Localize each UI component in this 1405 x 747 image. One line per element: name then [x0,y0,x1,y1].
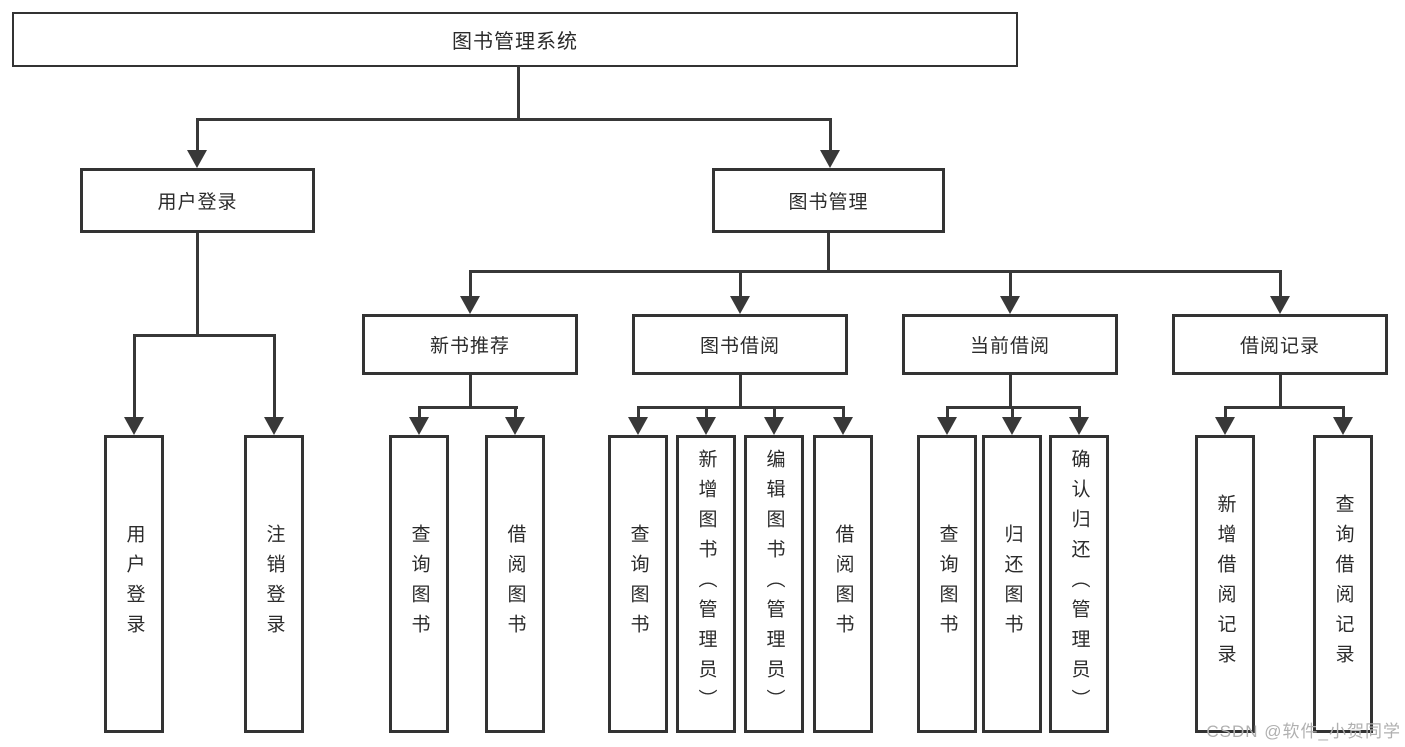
node-root: 图书管理系统 [12,12,1018,67]
arrowhead-icon [505,417,525,435]
leaf-logout: 注销登录 [244,435,304,733]
connector-line [517,66,520,120]
node-book-management: 图书管理 [712,168,945,233]
arrowhead-icon [187,150,207,168]
node-user-login: 用户登录 [80,168,315,233]
connector-line [514,406,517,419]
leaf-edit-books-admin: 编辑图书（管理员） [744,435,804,733]
connector-line [829,118,832,154]
connector-line [739,270,742,298]
leaf-confirm-return-admin: 确认归还（管理员） [1049,435,1109,733]
arrowhead-icon [833,417,853,435]
leaf-return-books: 归还图书 [982,435,1042,733]
connector-line [133,334,276,337]
leaf-query-books-2: 查询图书 [608,435,668,733]
arrowhead-icon [460,296,480,314]
arrowhead-icon [264,417,284,435]
connector-line [196,233,199,334]
connector-line [1279,375,1282,409]
connector-line [273,334,276,419]
connector-line [739,375,742,409]
connector-line [946,406,949,419]
arrowhead-icon [1215,417,1235,435]
connector-line [196,118,832,121]
connector-line [418,406,421,419]
connector-line [773,406,776,419]
connector-line [1009,375,1012,409]
node-book-borrow: 图书借阅 [632,314,848,375]
connector-line [842,406,845,419]
node-new-book-recommend: 新书推荐 [362,314,578,375]
connector-line [827,233,830,273]
leaf-query-books-3: 查询图书 [917,435,977,733]
connector-line [1078,406,1081,419]
arrowhead-icon [730,296,750,314]
arrowhead-icon [820,150,840,168]
connector-line [637,406,640,419]
leaf-add-books-admin: 新增图书（管理员） [676,435,736,733]
leaf-query-books-1: 查询图书 [389,435,449,733]
connector-line [469,375,472,409]
arrowhead-icon [1270,296,1290,314]
connector-line [1279,270,1282,298]
arrowhead-icon [764,417,784,435]
connector-line [637,406,845,409]
connector-line [133,334,136,419]
node-current-borrow: 当前借阅 [902,314,1118,375]
arrowhead-icon [1333,417,1353,435]
connector-line [469,270,472,298]
arrowhead-icon [696,417,716,435]
arrowhead-icon [1000,296,1020,314]
leaf-borrow-books-2: 借阅图书 [813,435,873,733]
connector-line [1011,406,1014,419]
csdn-watermark: CSDN @软件_小贺同学 [1206,722,1401,741]
leaf-add-borrow-record: 新增借阅记录 [1195,435,1255,733]
node-borrow-records: 借阅记录 [1172,314,1388,375]
arrowhead-icon [409,417,429,435]
connector-line [196,118,199,154]
leaf-query-borrow-record: 查询借阅记录 [1313,435,1373,733]
arrowhead-icon [628,417,648,435]
arrowhead-icon [1002,417,1022,435]
connector-line [1224,406,1345,409]
leaf-borrow-books-1: 借阅图书 [485,435,545,733]
leaf-user-login: 用户登录 [104,435,164,733]
connector-line [418,406,518,409]
connector-line [1224,406,1227,419]
arrowhead-icon [937,417,957,435]
arrowhead-icon [124,417,144,435]
connector-line [469,270,1282,273]
arrowhead-icon [1069,417,1089,435]
connector-line [1342,406,1345,419]
connector-line [705,406,708,419]
connector-line [1009,270,1012,298]
